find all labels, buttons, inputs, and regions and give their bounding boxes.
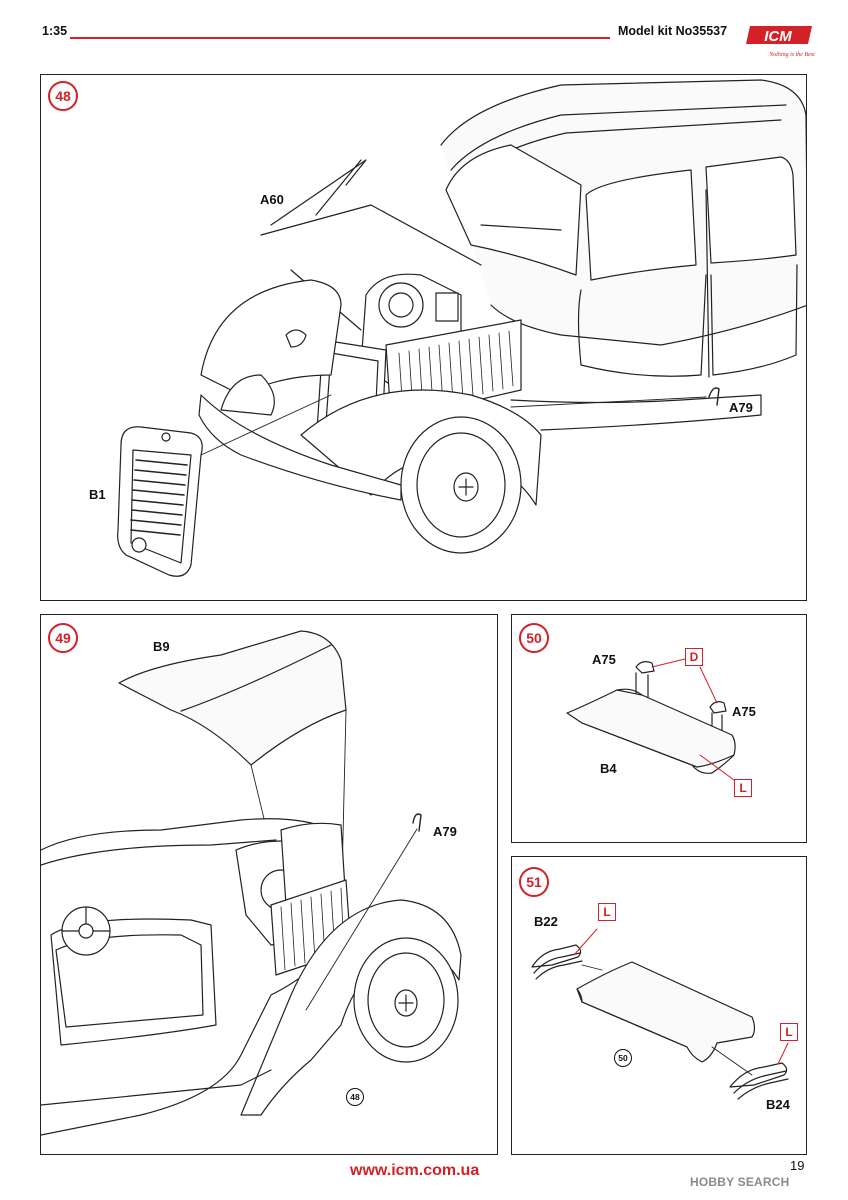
paint-code-l-b24: L xyxy=(780,1023,798,1041)
header-rule xyxy=(70,37,610,39)
hobby-search-watermark: HOBBY SEARCH xyxy=(690,1175,790,1189)
reference-step-badge: 48 xyxy=(346,1088,364,1106)
step-number-badge: 51 xyxy=(519,867,549,897)
part-label-a60: A60 xyxy=(260,192,284,207)
part-label-a75-left: A75 xyxy=(592,652,616,667)
step-50-panel: 50 A75 A75 B4 D L xyxy=(511,614,807,843)
part-label-b9: B9 xyxy=(153,639,170,654)
part-label-b22: B22 xyxy=(534,914,558,929)
paint-code-l-b22: L xyxy=(598,903,616,921)
model-kit-number: Model kit No35537 xyxy=(618,24,728,38)
car-front-engine-illustration xyxy=(117,79,806,577)
step-number-badge: 50 xyxy=(519,623,549,653)
part-label-a79: A79 xyxy=(729,400,753,415)
logo-text: ICM xyxy=(764,28,792,45)
part-label-a75-right: A75 xyxy=(732,704,756,719)
part-label-b4: B4 xyxy=(600,761,617,776)
page-number: 19 xyxy=(790,1158,805,1173)
logo-tagline: Nothing is the Best xyxy=(768,52,815,58)
hinge-b22-b24-illustration xyxy=(531,928,789,1100)
website-url[interactable]: www.icm.com.ua xyxy=(350,1162,480,1179)
icm-logo: ICM Nothing is the Best xyxy=(746,26,815,58)
step-number-badge: 49 xyxy=(48,623,78,653)
step-51-panel: 51 B22 B24 L L 50 xyxy=(511,856,807,1155)
hood-assembly-illustration xyxy=(41,630,462,1136)
paint-code-l: L xyxy=(734,779,752,797)
reference-step-badge: 50 xyxy=(614,1049,632,1067)
part-label-b24: B24 xyxy=(766,1097,790,1112)
part-label-a79: A79 xyxy=(433,824,457,839)
step-48-panel: 48 xyxy=(40,74,807,601)
hood-panel-b4-illustration xyxy=(566,658,736,781)
step-number-badge: 48 xyxy=(48,81,78,111)
scale-label: 1:35 xyxy=(42,24,68,38)
step-49-panel: 49 xyxy=(40,614,498,1155)
part-label-b1: B1 xyxy=(89,487,106,502)
paint-code-d: D xyxy=(685,648,703,666)
